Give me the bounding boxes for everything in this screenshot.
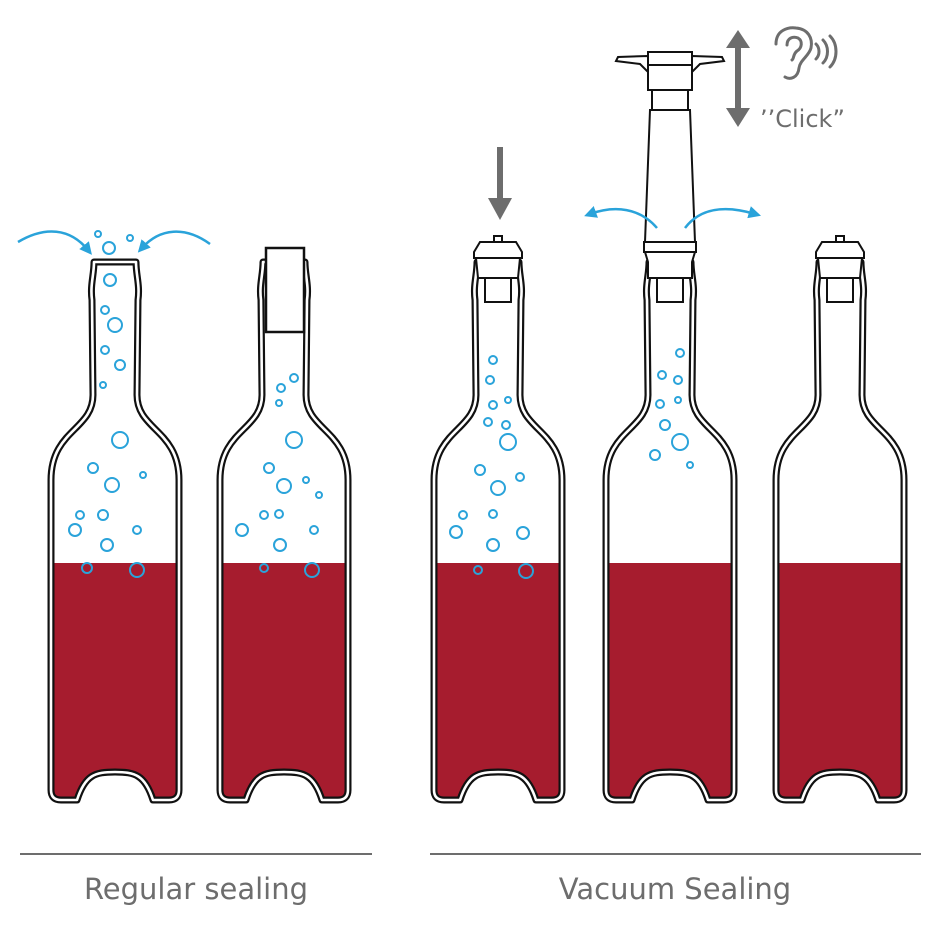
up-down-arrow-icon [726, 30, 750, 127]
air-bubble [488, 355, 498, 365]
air-bubble [276, 383, 286, 393]
air-bubble [263, 462, 275, 474]
air-bubble [111, 431, 129, 449]
air-bubble [499, 433, 517, 451]
bottle-3 [428, 262, 568, 808]
air-bubble [473, 565, 483, 575]
down-arrow-icon [488, 147, 512, 220]
air-bubble [504, 396, 512, 404]
air-bubble [490, 480, 506, 496]
air-bubble [488, 509, 498, 519]
air-bubble [102, 241, 116, 255]
air-bubble [289, 373, 299, 383]
air-bubble [659, 419, 671, 431]
wine-fill [776, 563, 904, 800]
ear-sound-icon [774, 26, 838, 80]
air-bubble [100, 345, 110, 355]
click-label: ’’Click” [760, 105, 845, 133]
bottle-5 [770, 262, 910, 808]
wine-fill [606, 563, 734, 800]
air-bubble [103, 273, 117, 287]
air-bubble [302, 476, 310, 484]
air-bubble [132, 525, 142, 535]
air-bubble [100, 538, 114, 552]
air-bubble [114, 359, 126, 371]
vacuum-pump [614, 51, 726, 303]
air-bubble [276, 478, 292, 494]
bottle-4 [600, 262, 740, 808]
bottle-1 [45, 262, 185, 808]
air-bubble [259, 510, 269, 520]
air-bubble [486, 538, 500, 552]
air-bubble [485, 375, 495, 385]
air-bubble [99, 381, 107, 389]
air-bubble [100, 305, 110, 315]
air-bubble [675, 348, 685, 358]
air-bubble [315, 491, 323, 499]
vacuum-stopper [815, 235, 865, 303]
air-bubble [68, 523, 82, 537]
wine-fill [220, 563, 348, 800]
air-bubble [686, 461, 694, 469]
air-bubble [483, 417, 493, 427]
air-bubble [107, 317, 123, 333]
air-bubble [235, 523, 249, 537]
air-bubble [309, 525, 319, 535]
air-bubble [259, 563, 269, 573]
air-bubble [655, 399, 665, 409]
air-bubble [518, 563, 534, 579]
air-bubble [488, 400, 498, 410]
bottle-2 [214, 262, 354, 808]
air-bubble [449, 525, 463, 539]
air-bubble [97, 509, 109, 521]
air-bubble [657, 370, 667, 380]
air-bubble [674, 396, 682, 404]
cork-stopper [264, 246, 306, 334]
air-bubble [87, 462, 99, 474]
air-bubble [285, 431, 303, 449]
air-bubble [458, 510, 468, 520]
air-bubble [501, 420, 511, 430]
vacuum-sealing-label: Vacuum Sealing [559, 872, 791, 906]
air-bubble [139, 471, 147, 479]
air-bubble [104, 477, 120, 493]
air-bubble [671, 433, 689, 451]
vacuum-stopper [473, 235, 523, 303]
air-bubble [673, 375, 683, 385]
regular-sealing-label: Regular sealing [84, 872, 308, 906]
wine-fill [51, 563, 179, 800]
air-bubble [474, 464, 486, 476]
air-bubble [275, 399, 283, 407]
air-flow-arrow-icon [17, 206, 761, 255]
air-bubble [274, 509, 284, 519]
air-bubble [649, 449, 661, 461]
air-bubble [126, 234, 134, 242]
air-bubble [515, 472, 525, 482]
air-bubble [81, 562, 93, 574]
air-bubble [94, 230, 102, 238]
air-bubble [273, 538, 287, 552]
air-bubble [75, 510, 85, 520]
air-bubble [304, 562, 320, 578]
air-bubble [129, 562, 145, 578]
wine-fill [434, 563, 562, 800]
air-bubble [516, 526, 530, 540]
